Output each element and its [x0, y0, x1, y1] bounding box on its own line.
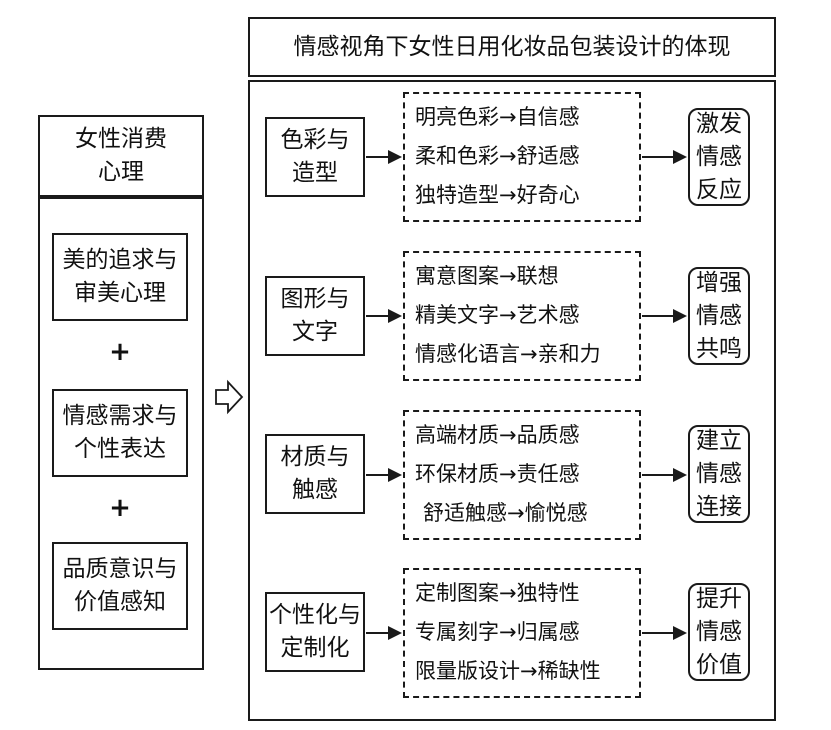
arrow-head-icon [673, 309, 687, 323]
header-divider [40, 195, 202, 199]
arrow-head-icon [388, 309, 402, 323]
manifestation-panel [248, 80, 776, 721]
category-box-color-shape: 色彩与 造型 [265, 117, 365, 197]
outcome-box-enhance-resonance: 增强 情感 共鸣 [688, 267, 750, 365]
detail-item: 限量版设计→稀缺性 [415, 659, 601, 683]
outcome-box-raise-value: 提升 情感 价值 [688, 583, 750, 681]
detail-item: 舒适触感→愉悦感 [423, 501, 588, 525]
arrow-head-icon [388, 626, 402, 640]
detail-item: 柔和色彩→舒适感 [415, 144, 580, 168]
psych-item-aesthetic: 美的追求与 审美心理 [52, 233, 188, 321]
detail-box-personalization: 定制图案→独特性 专属刻字→归属感 限量版设计→稀缺性 [403, 568, 641, 698]
psych-item-emotional: 情感需求与 个性表达 [52, 389, 188, 477]
arrow-head-icon [673, 468, 687, 482]
outcome-box-build-connection: 建立 情感 连接 [688, 425, 750, 523]
detail-item: 精美文字→艺术感 [415, 303, 580, 327]
detail-box-material-touch: 高端材质→品质感 环保材质→责任感 舒适触感→愉悦感 [403, 410, 641, 540]
arrow-head-icon [673, 150, 687, 164]
detail-box-color-shape: 明亮色彩→自信感 柔和色彩→舒适感 独特造型→好奇心 [403, 92, 641, 222]
arrow-head-icon [388, 150, 402, 164]
consumer-psychology-header: 女性消费 心理 [75, 126, 167, 185]
plus-sign: + [109, 337, 131, 367]
arrow-head-icon [673, 626, 687, 640]
detail-item: 高端材质→品质感 [415, 423, 580, 447]
detail-item: 寓意图案→联想 [415, 264, 559, 288]
outcome-box-trigger-response: 激发 情感 反应 [688, 108, 750, 206]
detail-item: 环保材质→责任感 [415, 462, 580, 486]
psych-item-quality: 品质意识与 价值感知 [52, 542, 188, 630]
detail-item: 专属刻字→归属感 [415, 620, 580, 644]
category-box-personalization: 个性化与 定制化 [265, 592, 365, 672]
detail-item: 定制图案→独特性 [415, 581, 580, 605]
detail-item: 独特造型→好奇心 [415, 183, 580, 207]
detail-box-graphics-text: 寓意图案→联想 精美文字→艺术感 情感化语言→亲和力 [403, 251, 641, 381]
plus-sign: + [109, 493, 131, 523]
detail-item: 情感化语言→亲和力 [415, 342, 601, 366]
category-box-graphics-text: 图形与 文字 [265, 276, 365, 356]
hollow-arrow-icon [215, 379, 244, 415]
arrow-head-icon [388, 468, 402, 482]
category-box-material-touch: 材质与 触感 [265, 434, 365, 514]
diagram-title: 情感视角下女性日用化妆品包装设计的体现 [248, 17, 776, 77]
consumer-psychology-panel [38, 115, 204, 670]
detail-item: 明亮色彩→自信感 [415, 105, 580, 129]
